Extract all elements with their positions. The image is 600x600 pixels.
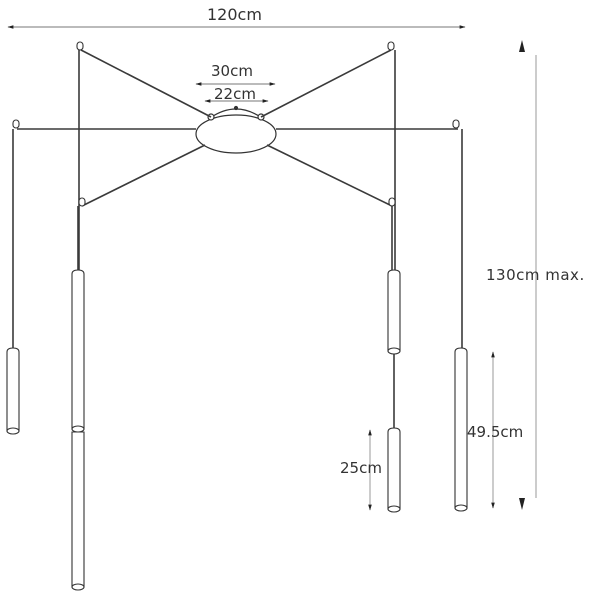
pendant-tubes	[6, 269, 468, 591]
max-height-label: 130cm max.	[486, 266, 585, 284]
ceiling-hooks	[12, 41, 460, 207]
canopy-dimension-lines	[195, 82, 276, 103]
ceiling-canopy	[195, 105, 277, 154]
canopy-outer-label: 30cm	[211, 62, 253, 80]
suspension-cables	[12, 49, 463, 428]
height-dimension-line	[519, 40, 537, 510]
long-tube-length-label: 49.5cm	[467, 423, 524, 441]
canopy-inner-label: 22cm	[214, 85, 256, 103]
total-width-label: 120cm	[207, 5, 262, 24]
short-tube-length-label: 25cm	[340, 459, 382, 477]
